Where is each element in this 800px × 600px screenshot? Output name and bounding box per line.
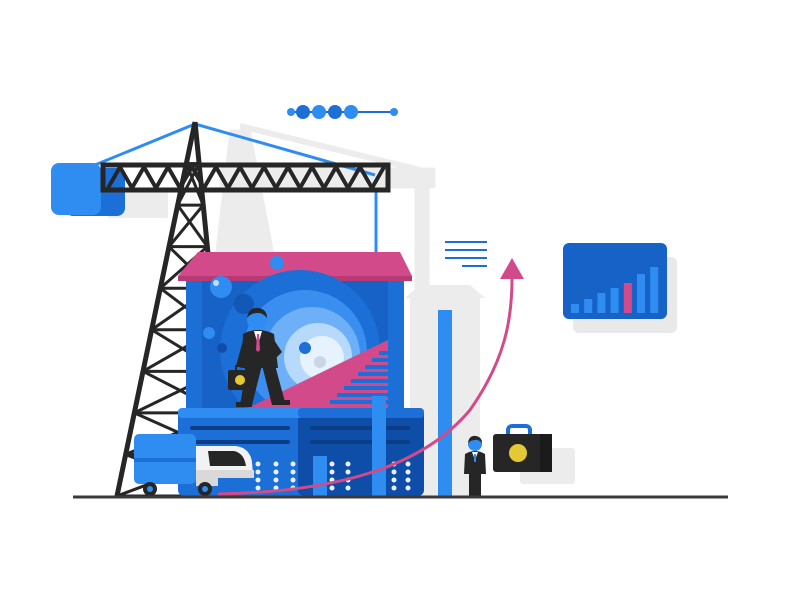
crane-jib-truss [106,162,386,193]
server-dot [405,461,411,467]
stair-step [372,358,388,362]
card-bars [571,267,659,313]
card-bar [637,274,645,313]
server-dot [405,485,411,491]
server-dot [345,461,351,467]
growth-bar-1 [313,456,327,496]
card-bar [610,288,619,313]
server-dot [405,469,411,475]
server-dot [255,485,261,491]
growth-arrow-icon [217,258,524,496]
crane-brace [176,204,209,248]
server-dot [255,461,261,467]
server-slot [190,440,290,444]
card-bar [571,304,579,313]
stair-step [337,393,388,397]
stair-step [330,400,388,404]
server-dot [290,469,296,475]
server-dot [273,461,279,467]
card-bar [597,293,606,313]
server-dot [345,485,351,491]
stairs [330,351,388,404]
server-slot [310,440,410,444]
server-dot [345,469,351,475]
server-dot [273,477,279,483]
server-dot [273,469,279,475]
floating-orbs [203,256,326,368]
building-roof [178,252,412,276]
text-lines-icon [445,241,487,267]
stair-step [379,351,388,355]
building-floor-ramp [248,340,388,408]
dots-progress-icon [287,105,398,119]
server-dot [329,461,335,467]
growth-bar-2 [372,396,386,496]
server-slot [190,426,290,430]
stair-step [344,386,388,390]
bar-chart-card-icon [563,243,667,319]
delivery-truck-icon [134,434,254,496]
card-bar [623,283,632,313]
server-dot [329,485,335,491]
stair-step [351,379,388,383]
server-dot [391,485,397,491]
server-dot [290,461,296,467]
growth-bar-3 [438,310,452,496]
card-bar [650,267,659,313]
crane-brace [167,204,205,248]
stair-step [358,372,388,376]
crane-jib [100,162,391,193]
server-dot [329,469,335,475]
server-dot [391,477,397,483]
server-indicator-dots [255,461,411,491]
server-dot [391,469,397,475]
server-dot [255,477,261,483]
server-slot [310,426,410,430]
stair-step [365,365,388,369]
server-dot [290,477,296,483]
briefcase-icon [493,424,552,472]
businessman-with-briefcase-icon [228,307,290,407]
card-bar [584,299,593,313]
server-dot [405,477,411,483]
small-businessman-icon [464,435,486,496]
server-dot [255,469,261,475]
crane-counterweight-icon [51,163,125,216]
